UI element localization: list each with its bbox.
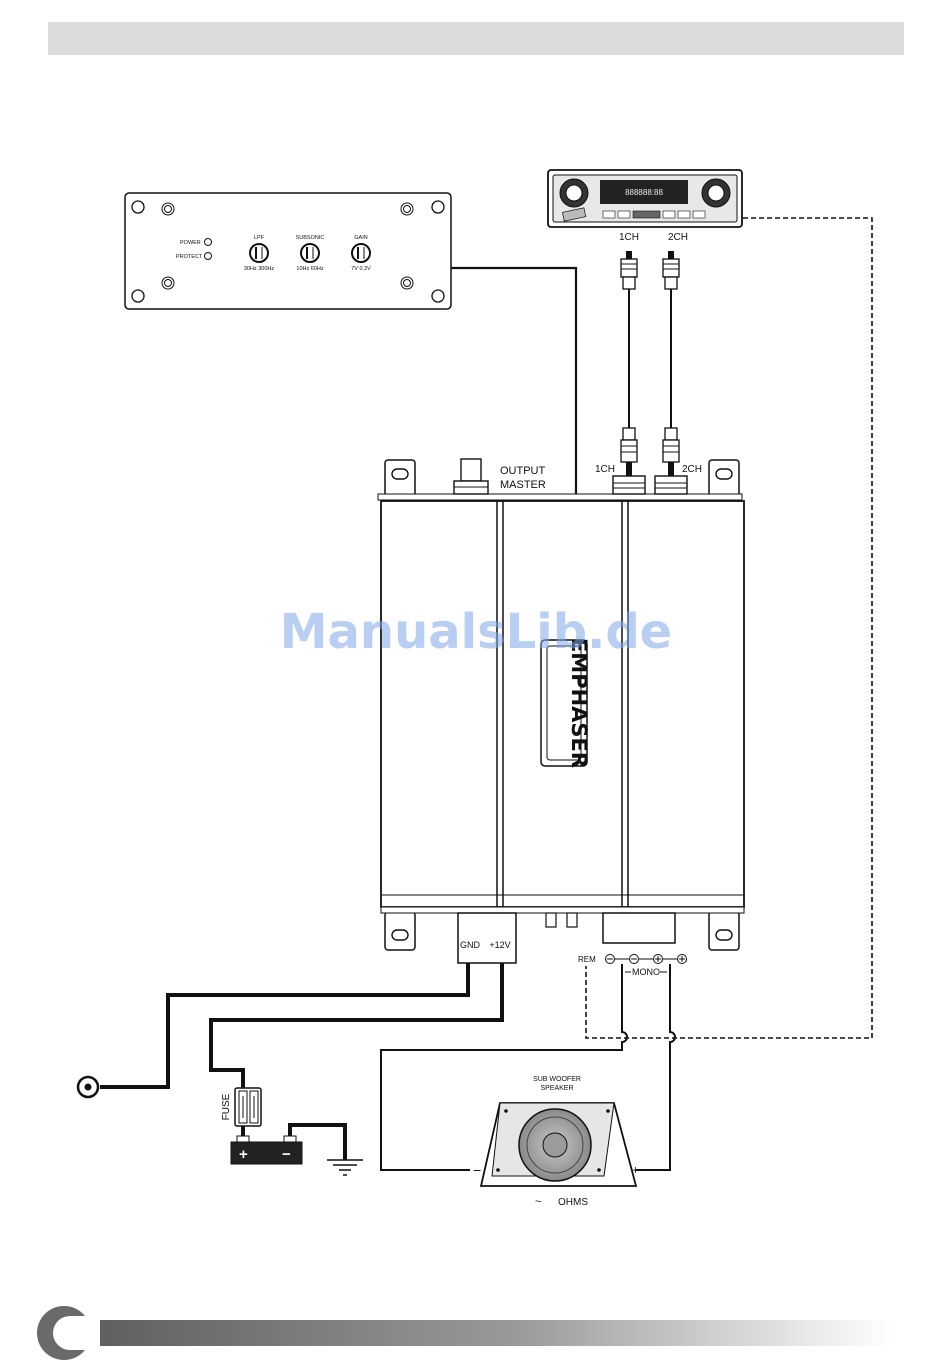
subwoofer-minus-label: − <box>473 1162 481 1178</box>
plus-terminal-2-icon <box>678 955 687 964</box>
battery-icon: + − <box>231 1136 302 1164</box>
minus-terminal-2-icon <box>630 955 639 964</box>
gnd-terminal-label: GND <box>460 940 481 950</box>
power-terminal-block <box>458 913 516 963</box>
chassis-ground-icon <box>327 1160 363 1175</box>
rca-plug-1ch-top <box>621 251 637 289</box>
protect-led-label: PROTECT <box>176 254 203 260</box>
subwoofer-title: SUB WOOFER <box>533 1076 581 1083</box>
amp-1ch-input-label: 1CH <box>595 464 615 475</box>
lpf-range: 30Hz 300Hz <box>244 266 275 272</box>
remote-panel: POWER PROTECT LPF 30Hz 300Hz SUBSONIC 10… <box>125 193 451 309</box>
watermark: ManualsLib.de <box>280 604 672 660</box>
amp-mount-tab <box>385 460 415 498</box>
plus-terminal-1-icon <box>654 955 663 964</box>
rca-plug-2ch-top <box>663 251 679 289</box>
lpf-knob[interactable] <box>250 244 268 262</box>
amp-mount-tab <box>709 912 739 950</box>
speaker-positive-wire <box>636 964 675 1170</box>
plus12v-terminal-label: +12V <box>489 940 510 950</box>
footer-bar <box>37 1306 892 1360</box>
subsonic-knob-label: SUBSONIC <box>296 235 325 241</box>
subsonic-knob[interactable] <box>301 244 319 262</box>
output-master-label: OUTPUT <box>500 465 546 477</box>
rca-plug-2ch-bottom <box>663 428 679 476</box>
ground-wire <box>100 963 468 1087</box>
radio-display-text: 888888:88 <box>625 188 663 197</box>
mono-label: MONO <box>632 967 660 977</box>
battery-minus-label: − <box>282 1146 291 1163</box>
gain-knob[interactable] <box>352 244 370 262</box>
gain-knob-label: GAIN <box>354 235 367 241</box>
head-unit-ch1-label: 1CH <box>619 232 639 243</box>
power-wire <box>211 963 502 1088</box>
gain-range: 7V 0.3V <box>351 266 371 272</box>
subwoofer-speaker: SUB WOOFER SPEAKER − + ~ OHMS <box>473 1076 639 1208</box>
fuse-label: FUSE <box>221 1093 232 1120</box>
amp-onboard-fuse <box>546 913 577 927</box>
rca-input-1ch[interactable] <box>613 476 645 494</box>
rca-plug-1ch-bottom <box>621 428 637 476</box>
minus-terminal-1-icon <box>606 955 615 964</box>
rem-terminal-label: REM <box>578 955 596 964</box>
subsonic-range: 10Hz 60Hz <box>296 266 323 272</box>
output-master-jack[interactable] <box>454 459 488 494</box>
head-unit-ch2-label: 2CH <box>668 232 688 243</box>
speaker-terminal-block <box>603 913 675 943</box>
subwoofer-plus-label: + <box>632 1163 639 1177</box>
subwoofer-title-line2: SPEAKER <box>540 1085 573 1092</box>
head-unit: 888888:88 1CH 2CH <box>548 170 742 243</box>
impedance-ohms-label: OHMS <box>558 1197 588 1208</box>
amp-2ch-input-label: 2CH <box>682 464 702 475</box>
radio-button-row[interactable] <box>603 211 705 218</box>
battery-plus-label: + <box>239 1146 248 1163</box>
output-master-label-line2: MASTER <box>500 479 546 491</box>
amp-mount-tab <box>385 912 415 950</box>
header-bar <box>48 22 904 55</box>
inline-fuse-icon <box>235 1088 261 1126</box>
power-led-label: POWER <box>180 240 201 246</box>
impedance-tilde: ~ <box>535 1196 541 1208</box>
lpf-knob-label: LPF <box>254 235 265 241</box>
ground-ring-terminal-icon <box>78 1077 98 1097</box>
amp-mount-tab <box>709 460 739 498</box>
rca-input-2ch[interactable] <box>655 476 687 494</box>
amplifier: OUTPUT MASTER 1CH 2CH EMPHASER <box>378 459 744 977</box>
